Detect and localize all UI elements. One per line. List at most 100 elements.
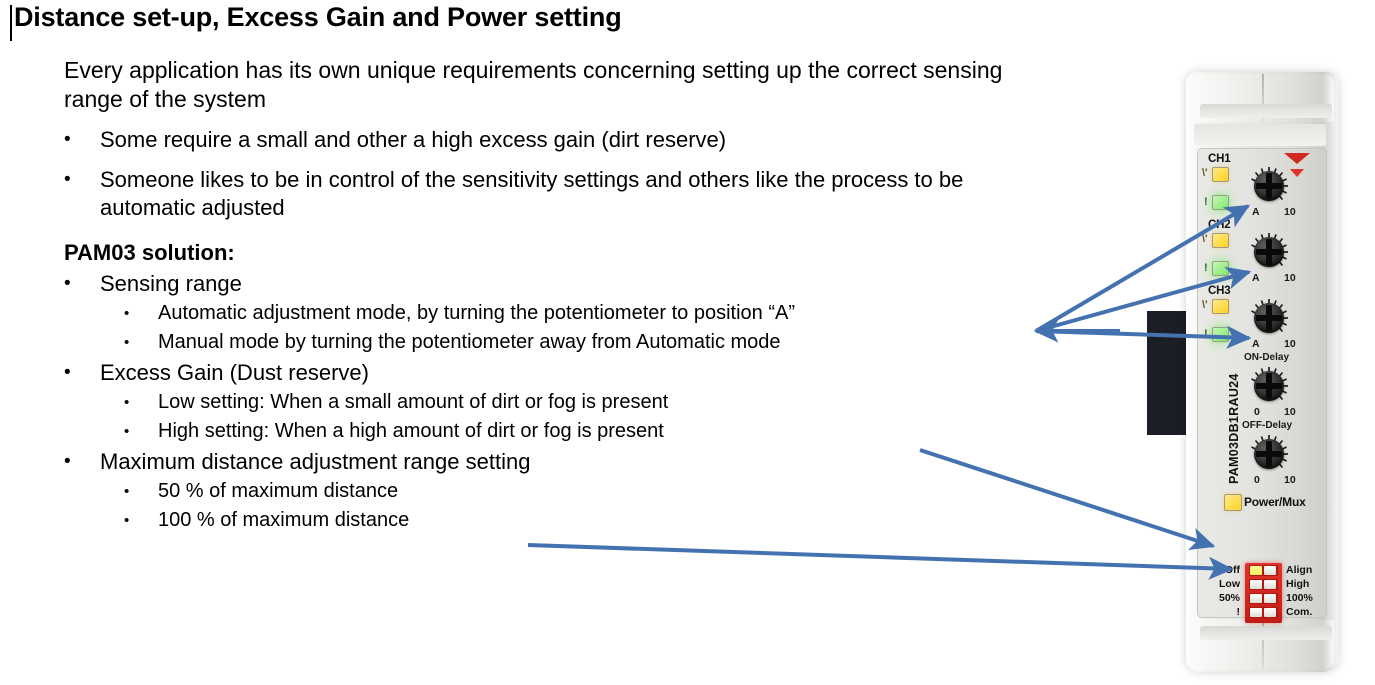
on-delay-caption: ON-Delay [1244,352,1290,363]
list-item: • Automatic adjustment mode, by turning … [124,299,1064,328]
pot-slot-horizontal [1256,383,1282,389]
on-delay-potentiometer[interactable] [1250,367,1288,405]
list-item: • 50 % of maximum distance [124,477,1064,506]
pot-knob [1254,371,1284,401]
bullet-glyph: • [64,169,71,190]
bullet-glyph: • [64,273,71,294]
off-delay-caption: OFF-Delay [1242,420,1293,431]
list-item: • 100 % of maximum distance [124,506,1064,535]
ch2-pot-max-label: 10 [1284,272,1296,284]
alignment-marker-small-icon [1290,169,1304,177]
section-title: Maximum distance adjustment range settin… [100,449,531,474]
bottom-notch [1200,626,1332,640]
bullet-glyph: • [124,483,130,500]
ch1-pot-min-label: A [1252,206,1260,218]
bullet-glyph: • [64,129,71,150]
ch2-yellow-led-marker-icon: \' [1202,233,1208,245]
sub-item-text: 50 % of maximum distance [158,480,399,502]
ch2-potentiometer[interactable] [1250,233,1288,271]
bullet-text: Some require a small and other a high ex… [100,127,727,152]
bullet-text: Someone likes to be in control of the se… [100,167,964,220]
pot-knob [1254,439,1284,469]
list-item: • Maximum distance adjustment range sett… [64,446,1064,477]
ch1-yellow-led-marker-icon: \' [1202,167,1208,179]
pot-slot-horizontal [1256,249,1282,255]
ch1-potentiometer[interactable] [1250,167,1288,205]
pot-slot-horizontal [1256,183,1282,189]
off-delay-potentiometer[interactable] [1250,435,1288,473]
pot-slot-horizontal [1256,315,1282,321]
lead-paragraph: Every application has its own unique req… [64,57,1003,112]
ch2-pot-min-label: A [1252,272,1260,284]
bullet-glyph: • [124,334,130,351]
ch3-potentiometer[interactable] [1250,299,1288,337]
device-window-slot [1194,124,1326,146]
dip-switch-4[interactable] [1249,607,1278,618]
black-redaction-box [1147,311,1189,435]
pot-slot-horizontal [1256,451,1282,457]
sub-item-text: 100 % of maximum distance [158,509,410,531]
cap-seam [1262,620,1264,670]
ch2-green-led-marker-icon: ! [1204,262,1208,274]
arrow-to-dip-50-100 [527,543,1234,580]
dip-switch-bank[interactable] [1245,563,1282,623]
dip-label-left-3: 50% [1218,592,1240,604]
ch3-yellow-led [1212,299,1229,314]
dip-label-right-3: 100% [1286,592,1313,604]
arrow-to-ch1-pot [1034,204,1251,333]
device-bottom-cap [1190,620,1334,670]
sub-item-text: High setting: When a high amount of dirt… [158,420,664,442]
dip-switch-1[interactable] [1249,565,1278,576]
off-delay-min-label: 0 [1254,474,1260,486]
dip-switch-2[interactable] [1249,579,1278,590]
page-title: Distance set-up, Excess Gain and Power s… [14,2,622,32]
pot-knob [1254,171,1284,201]
slide-body: Every application has its own unique req… [64,56,1064,535]
ch1-yellow-led [1212,167,1229,182]
power-mux-led [1224,494,1242,511]
ch3-yellow-led-marker-icon: \' [1202,299,1208,311]
power-mux-label: Power/Mux [1244,495,1306,509]
list-item: • Some require a small and other a high … [64,126,1064,154]
arrow-to-dip-low-high [919,448,1216,551]
ch1-pot-max-label: 10 [1284,206,1296,218]
section-title: Excess Gain (Dust reserve) [100,360,369,385]
list-item: • Someone likes to be in control of the … [64,166,1064,222]
arrow-to-ch2-pot [1035,266,1252,333]
ch1-green-led-marker-icon: ! [1204,196,1208,208]
list-item: • Sensing range [64,268,1064,299]
bullet-glyph: • [64,451,71,472]
alignment-marker-large-icon [1284,153,1310,164]
bullet-glyph: • [124,423,130,440]
dip-label-right-1: Align [1286,564,1313,576]
sub-item-text: Automatic adjustment mode, by turning th… [158,302,796,324]
on-delay-min-label: 0 [1254,406,1260,418]
bullet-glyph: • [124,305,130,322]
top-notch [1200,104,1332,118]
ch3-pot-max-label: 10 [1284,338,1296,350]
solution-heading: PAM03 solution: [64,240,235,265]
list-item: • Manual mode by turning the potentiomet… [124,328,1064,357]
bullet-glyph: • [124,512,130,529]
device-faceplate: CH1 \' ! A 10 CH2 \ [1197,148,1327,623]
dip-switch-3[interactable] [1249,593,1278,604]
list-item: • Excess Gain (Dust reserve) [64,357,1064,388]
on-delay-max-label: 10 [1284,406,1296,418]
section-title: Sensing range [100,271,242,296]
list-item: • Low setting: When a small amount of di… [124,388,1064,417]
bullet-glyph: • [124,394,130,411]
dip-label-left-4: ! [1236,606,1241,618]
channel-label-ch1: CH1 [1208,153,1231,165]
ch3-green-led-marker-icon: ! [1204,328,1208,340]
dip-label-left-2: Low [1219,578,1240,590]
cap-seam [1262,74,1264,122]
dip-label-right-4: Com. [1286,606,1313,618]
pot-knob [1254,303,1284,333]
title-text-cursor [10,5,12,41]
device-top-cap [1190,74,1334,122]
ch3-pot-min-label: A [1252,338,1260,350]
pot-knob [1254,237,1284,267]
sub-item-text: Low setting: When a small amount of dirt… [158,391,669,413]
sub-item-text: Manual mode by turning the potentiometer… [158,331,781,353]
